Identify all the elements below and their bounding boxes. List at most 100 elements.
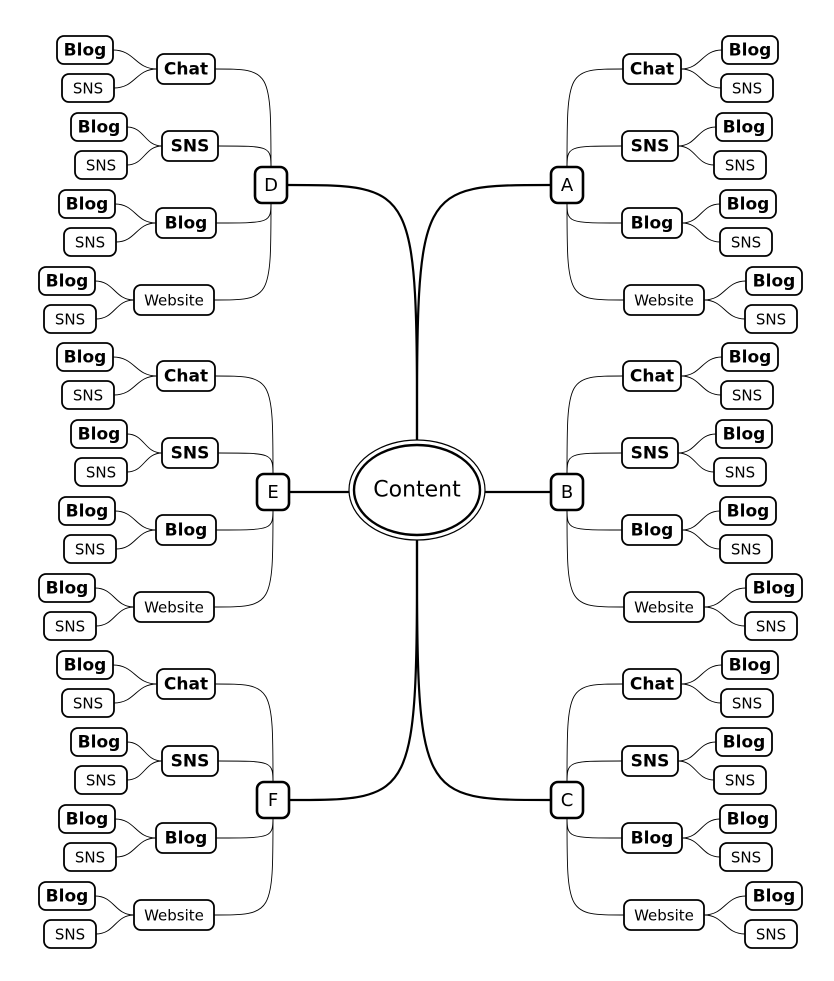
branch-e-child-chat-connector — [214, 375, 274, 477]
branch-c-child-sns-leaf-sns-label: SNS — [725, 772, 755, 790]
branch-a-child-sns-leaf-sns-connector — [677, 145, 715, 166]
branch-e-child-blog-leaf-blog-label: Blog — [66, 502, 109, 522]
branch-c-child-website-leaf-sns-label: SNS — [756, 926, 786, 944]
branch-a-connector — [415, 183, 551, 444]
branch-d-child-chat-leaf-blog-connector — [112, 49, 158, 70]
branch-f-child-sns-label: SNS — [171, 752, 210, 772]
branch-d-child-blog-leaf-sns: SNS — [63, 227, 117, 257]
branch-a-child-chat-connector — [566, 68, 624, 170]
branch-e-child-chat-leaf-blog: Blog — [56, 342, 114, 372]
branch-b-child-chat-leaf-sns-connector — [680, 375, 722, 396]
branch-f-child-sns-leaf-sns-connector — [126, 760, 163, 781]
branch-f-child-chat-leaf-sns-label: SNS — [73, 695, 103, 713]
branch-f-child-chat-leaf-sns: SNS — [61, 688, 115, 718]
branch-b-child-blog-leaf-sns-label: SNS — [731, 541, 761, 559]
branch-a-child-blog-connector — [566, 200, 623, 224]
branch-f-child-blog-leaf-sns-connector — [115, 837, 157, 858]
branch-d-connector — [287, 183, 419, 444]
branch-a-child-website-leaf-blog-connector — [703, 280, 747, 301]
connector-lines — [94, 49, 747, 935]
branch-e-child-website: Website — [133, 591, 215, 623]
branch-e-child-sns-leaf-sns: SNS — [74, 457, 128, 487]
branch-f-child-chat-connector — [214, 683, 274, 785]
branch-e-child-sns-leaf-sns-label: SNS — [86, 464, 116, 482]
branch-a-child-website-leaf-blog: Blog — [745, 266, 803, 296]
diagram-nodes: ContentBlogSNSChatBlogSNSSNSBlogSNSBlogB… — [38, 35, 803, 949]
branch-c-child-chat-leaf-blog-connector — [680, 664, 723, 685]
branch-c-child-website-label: Website — [634, 907, 694, 925]
branch-f-child-sns-leaf-blog: Blog — [70, 727, 128, 757]
branch-f-label: F — [268, 790, 278, 811]
branch-b-child-blog-leaf-sns: SNS — [719, 534, 773, 564]
branch-a-label: A — [561, 175, 574, 196]
branch-b-child-chat-label: Chat — [630, 367, 674, 387]
branch-e-child-website-leaf-blog-label: Blog — [46, 579, 89, 599]
branch-e-child-sns-leaf-blog: Blog — [70, 419, 128, 449]
branch-d-child-chat-connector — [214, 68, 272, 170]
branch-b-child-website: Website — [623, 591, 705, 623]
branch-b-child-website-leaf-blog-label: Blog — [753, 579, 796, 599]
branch-a-child-chat-leaf-blog: Blog — [721, 35, 779, 65]
branch-d-child-sns-label: SNS — [171, 137, 210, 157]
branch-a-child-sns-leaf-sns: SNS — [713, 150, 767, 180]
branch-f-child-blog-label: Blog — [165, 829, 208, 849]
branch-a-child-chat-leaf-sns: SNS — [720, 73, 774, 103]
branch-c-connector — [415, 536, 551, 802]
branch-d-child-sns: SNS — [161, 130, 219, 162]
branch-f-child-chat-leaf-blog-label: Blog — [64, 656, 107, 676]
branch-a-child-blog-leaf-blog-connector — [681, 203, 721, 224]
branch-b-child-sns-connector — [566, 452, 623, 477]
branch-f-child-chat-label: Chat — [164, 675, 208, 695]
branch-f-child-chat: Chat — [156, 668, 216, 700]
branch-e: E — [255, 472, 291, 512]
branch-a-child-blog: Blog — [621, 207, 683, 239]
branch-f-child-chat-leaf-blog: Blog — [56, 650, 114, 680]
branch-a-child-chat-leaf-blog-connector — [680, 49, 723, 70]
branch-a-child-website-connector — [566, 200, 625, 301]
branch-e-child-blog-leaf-blog-connector — [114, 510, 157, 531]
branch-c-child-sns-leaf-sns: SNS — [713, 765, 767, 795]
branch-f-connector — [289, 536, 419, 802]
branch-c: C — [549, 780, 585, 820]
branch-f-child-website-leaf-sns-connector — [95, 914, 135, 935]
branch-c-label: C — [561, 790, 574, 811]
branch-d-child-sns-leaf-sns-connector — [126, 145, 163, 166]
branch-f-child-blog: Blog — [155, 822, 217, 854]
branch-d-child-blog-leaf-sns-connector — [115, 222, 157, 243]
branch-e-child-website-leaf-blog-connector — [94, 587, 135, 608]
branch-d-child-blog-connector — [215, 200, 272, 224]
branch-a-child-sns-leaf-sns-label: SNS — [725, 157, 755, 175]
branch-d-child-blog: Blog — [155, 207, 217, 239]
branch-e-child-blog-leaf-sns: SNS — [63, 534, 117, 564]
branch-d-child-chat-leaf-blog-label: Blog — [64, 41, 107, 61]
branch-e-child-chat-leaf-sns-connector — [113, 375, 158, 396]
branch-f-child-website-leaf-blog: Blog — [38, 881, 96, 911]
branch-a-child-website-leaf-blog-label: Blog — [753, 272, 796, 292]
branch-e-child-blog-leaf-sns-label: SNS — [75, 541, 105, 559]
branch-c-child-website-leaf-blog-label: Blog — [753, 887, 796, 907]
branch-b-child-chat-leaf-sns-label: SNS — [732, 387, 762, 405]
branch-e-child-website-leaf-sns: SNS — [43, 611, 97, 641]
branch-b-child-blog: Blog — [621, 514, 683, 546]
branch-d-child-website-leaf-blog-label: Blog — [46, 272, 89, 292]
branch-b-child-blog-label: Blog — [631, 521, 674, 541]
branch-d-child-sns-leaf-blog-label: Blog — [78, 118, 121, 138]
branch-f-child-website-label: Website — [144, 907, 204, 925]
branch-e-child-blog-leaf-blog: Blog — [58, 496, 116, 526]
branch-c-child-chat-leaf-blog: Blog — [721, 650, 779, 680]
branch-b-child-sns-label: SNS — [631, 444, 670, 464]
branch-c-child-website-connector — [566, 815, 625, 916]
branch-c-child-chat-leaf-sns-connector — [680, 683, 722, 704]
branch-a-child-sns-leaf-blog: Blog — [715, 112, 773, 142]
branch-b-child-chat-leaf-blog-label: Blog — [729, 348, 772, 368]
branch-a-child-chat-leaf-blog-label: Blog — [729, 41, 772, 61]
branch-d-child-chat-leaf-sns-connector — [113, 68, 158, 89]
branch-a-child-sns-label: SNS — [631, 137, 670, 157]
branch-b-child-chat-connector — [566, 375, 624, 477]
branch-f-child-sns-connector — [217, 760, 274, 785]
branch-b: B — [549, 472, 585, 512]
branch-e-child-blog-label: Blog — [165, 521, 208, 541]
branch-b-child-website-connector — [566, 507, 625, 608]
center-node-label: Content — [373, 478, 461, 503]
